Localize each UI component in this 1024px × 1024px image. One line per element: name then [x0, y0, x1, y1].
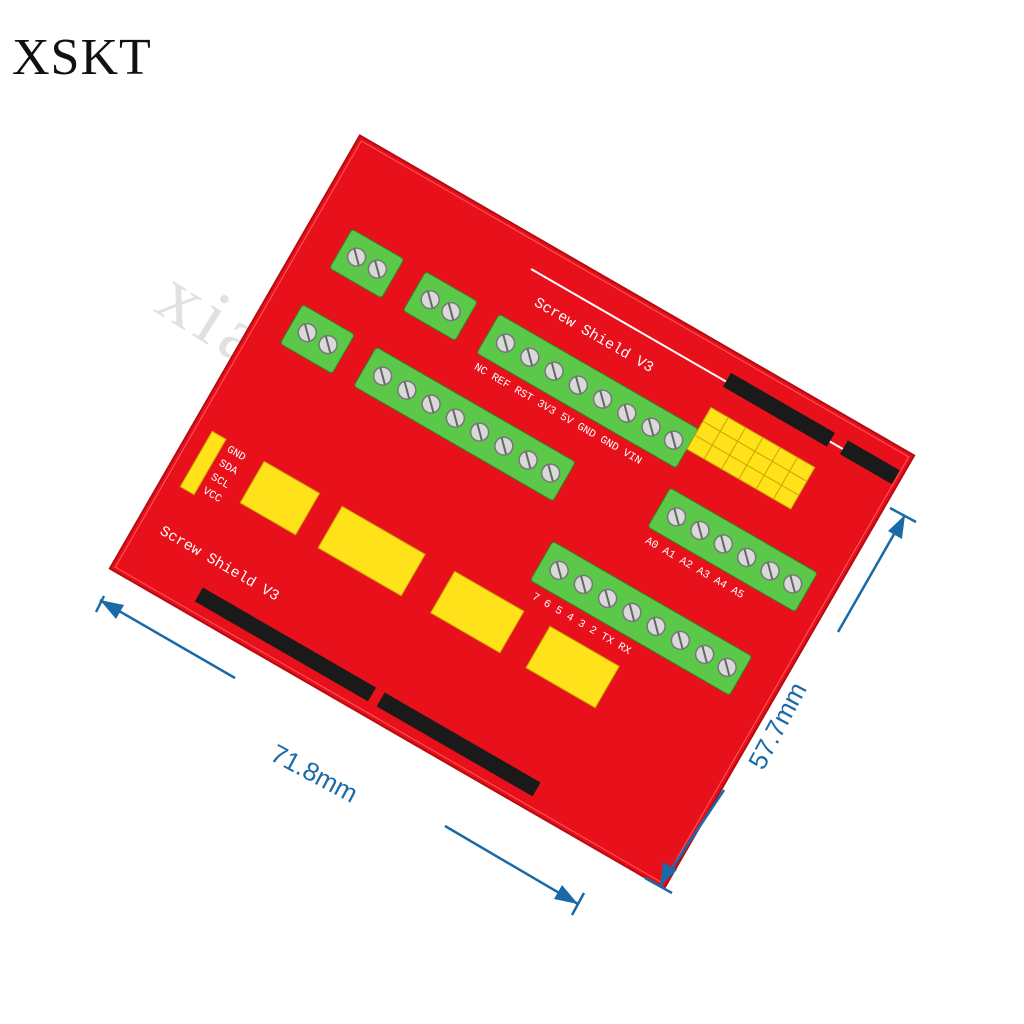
yellow-pin-header-d0-3: [525, 625, 620, 709]
terminal-block-vin: [330, 229, 404, 298]
yellow-pin-header-d4-7: [429, 570, 525, 654]
terminal-block-5v: [403, 272, 477, 340]
yellow-pin-header-i2c: [179, 430, 227, 496]
dimension-arrow-height: [644, 506, 917, 895]
terminal-block-analog: [648, 488, 817, 612]
dimension-arrow-width: [94, 595, 586, 916]
pcb-board: Screw Shield V3 Screw Shield V3: [108, 134, 916, 890]
black-header-bottom: [194, 587, 541, 797]
yellow-pin-header-analog: [686, 406, 816, 510]
terminal-block-digital-low: [530, 541, 752, 695]
yellow-pin-header-aref: [239, 460, 321, 536]
brand-logo-text: XSKT: [12, 29, 152, 86]
black-header-top: [722, 372, 900, 485]
yellow-pin-header-d8-13: [317, 505, 426, 597]
terminal-block-digital-high: [354, 347, 575, 501]
terminal-block-vcc: [280, 305, 355, 373]
